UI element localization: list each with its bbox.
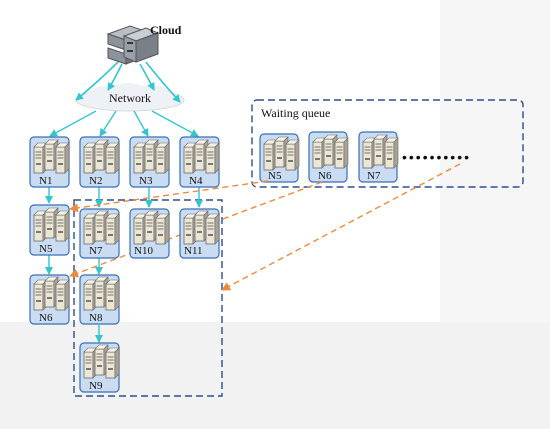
queue-node-label: N6 (318, 170, 332, 182)
node-label: N10 (134, 245, 153, 257)
queue-node: N5 (259, 133, 299, 183)
background-panel (440, 0, 550, 322)
node-link-arrows (45, 185, 203, 343)
node-n8: N8 (79, 274, 120, 325)
queue-node: N6 (308, 131, 348, 183)
cloud-network-arrows (75, 61, 181, 103)
node-n7: N7 (79, 208, 120, 259)
node-n10: N10 (129, 208, 170, 259)
node-label: N7 (89, 245, 103, 257)
node-n4: N4 (179, 136, 220, 188)
node-label: N8 (89, 312, 103, 324)
node-n1: N1 (29, 136, 70, 188)
node-label: N2 (89, 175, 102, 187)
allocated-group-box (73, 199, 223, 397)
waiting-queue-title: Waiting queue (261, 106, 330, 120)
waiting-queue-box (251, 99, 524, 188)
node-label: N4 (189, 175, 203, 187)
queue-node-label: N7 (367, 170, 381, 182)
node-label: N9 (89, 380, 103, 392)
node-n3: N3 (129, 136, 170, 188)
network-label: Network (109, 91, 151, 105)
node-n2: N2 (79, 136, 120, 188)
queue-node-label: N5 (268, 170, 282, 182)
node-n11: N11 (179, 208, 220, 259)
node-n9: N9 (79, 342, 120, 393)
node-label: N5 (39, 243, 53, 255)
node-n5: N5 (29, 204, 70, 256)
cloud-label: Cloud (150, 23, 182, 37)
queue-node: N7 (358, 131, 398, 183)
node-label: N1 (39, 175, 52, 187)
network-cloud-icon (75, 83, 185, 112)
node-n6: N6 (29, 274, 70, 325)
node-label: N6 (39, 312, 53, 324)
node-label: N11 (184, 245, 203, 257)
node-label: N3 (139, 175, 153, 187)
cloud-server-icon (106, 25, 160, 65)
network-node-arrows (49, 110, 199, 137)
allocation-arrows (69, 163, 461, 291)
queue-ellipsis: •••••••••• (402, 149, 471, 165)
